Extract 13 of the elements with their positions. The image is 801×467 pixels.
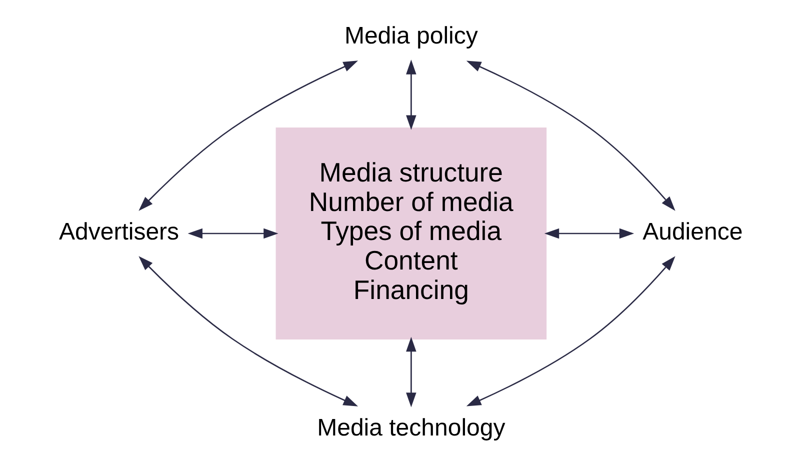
node-text: Media technology [317, 414, 506, 442]
arrow [138, 256, 358, 406]
arrow [406, 60, 416, 130]
node-box: Media structure Number of media Types of media Content Financing [276, 127, 547, 340]
arrow [138, 60, 358, 211]
node-text: Media policy [344, 22, 478, 50]
arrow [406, 336, 416, 408]
node-text: Advertisers [59, 218, 180, 246]
arrow [188, 228, 278, 239]
arrow [466, 60, 676, 211]
node-text: Audience [642, 218, 743, 246]
arrow [544, 228, 634, 239]
arrow [466, 256, 676, 406]
